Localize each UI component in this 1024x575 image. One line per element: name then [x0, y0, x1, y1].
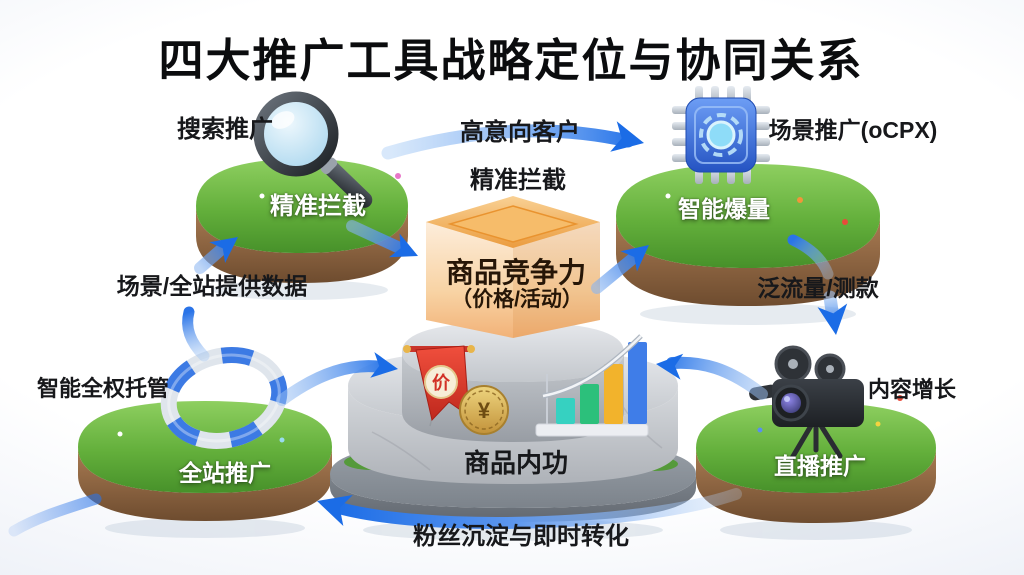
node-search-name: 搜索推广: [177, 116, 273, 143]
price-badge-char: 价: [432, 373, 451, 393]
flower-speck: [279, 437, 285, 443]
arrowhead: [656, 353, 684, 380]
arrow-live-to-fullsite: [326, 488, 742, 530]
price-banner-icon: 价: [403, 345, 475, 422]
arrow-scene-down-tail: [787, 234, 834, 280]
arrowhead: [317, 494, 353, 527]
cube-subtitle: （价格/活动）: [451, 288, 583, 311]
product-cube: [426, 196, 600, 338]
flower-speck: [117, 431, 123, 437]
island-scene: [616, 164, 880, 306]
edge-label-top-secondary: 精准拦截: [470, 167, 566, 194]
flower-speck: [875, 421, 881, 427]
cube-title: 商品竞争力: [445, 257, 587, 288]
island-soil: [616, 216, 880, 306]
arrowhead: [209, 237, 238, 264]
pedestal-base-label: 商品内功: [463, 448, 569, 478]
island-grass: [616, 164, 880, 268]
island-soil: [696, 448, 936, 523]
arrows: [8, 121, 848, 537]
arrow-fullsite-up-tail: [182, 306, 210, 362]
coin-symbol-char: ¥: [478, 398, 491, 423]
arrow-cube-to-scene: [591, 249, 643, 294]
arrowhead: [370, 352, 398, 378]
node-live-descriptor: 内容增长: [867, 377, 957, 402]
arrow-search-to-scene: [381, 124, 635, 160]
node-fullsite-name: 全站推广: [179, 460, 271, 486]
node-search-tag: 精准拦截: [270, 193, 366, 220]
edge-label-right: 泛流量/测款: [757, 275, 879, 301]
node-live-name: 直播推广: [774, 453, 866, 479]
island-search: [196, 159, 408, 283]
flower-speck: [842, 219, 848, 225]
cube-lid-inner: [447, 205, 579, 243]
arrow-fullsite-up: [194, 241, 230, 274]
arrowhead: [620, 245, 649, 272]
node-fullsite-descriptor: 智能全权托管: [36, 376, 170, 401]
chip-icon: [672, 86, 770, 184]
edge-label-left: 场景/全站提供数据: [116, 273, 308, 299]
arrowhead: [388, 233, 418, 258]
cube-right-shade: [513, 222, 600, 338]
island-shadows: [105, 280, 912, 541]
cube-body: [426, 222, 600, 338]
edge-label-bottom: 粉丝沉淀与即时转化: [413, 523, 629, 550]
arrow-corner-streak: [8, 493, 102, 537]
node-scene-name: 场景推广(oCPX): [768, 117, 938, 143]
rock-base-side: [330, 474, 696, 522]
page-title: 四大推广工具战略定位与协同关系: [158, 35, 864, 86]
arrow-fullsite-to-center: [276, 360, 388, 406]
bar-blue: [628, 342, 647, 424]
bar-yellow: [604, 364, 623, 424]
arrowhead: [610, 121, 644, 152]
bar-chart-icon: [535, 334, 649, 437]
bar-teal: [556, 398, 575, 424]
node-scene-tag: 智能爆量: [678, 196, 770, 222]
ring-icon: [160, 347, 288, 449]
arrow-live-to-center: [666, 356, 768, 400]
island-soil: [78, 447, 332, 521]
flower-speck: [897, 395, 903, 401]
arrow-search-to-cube: [346, 220, 410, 256]
flower-speck: [757, 427, 763, 433]
flower-speck: [797, 197, 803, 203]
arrowhead: [817, 303, 848, 335]
edge-label-top-primary: 高意向客户: [460, 119, 580, 146]
coin-icon: ¥: [459, 385, 509, 435]
flower-speck: [395, 173, 401, 179]
flower-speck: [259, 193, 265, 199]
magnifier-icon: [253, 91, 373, 208]
flower-speck: [665, 193, 671, 199]
bar-green: [580, 384, 599, 424]
island-soil: [196, 206, 408, 283]
